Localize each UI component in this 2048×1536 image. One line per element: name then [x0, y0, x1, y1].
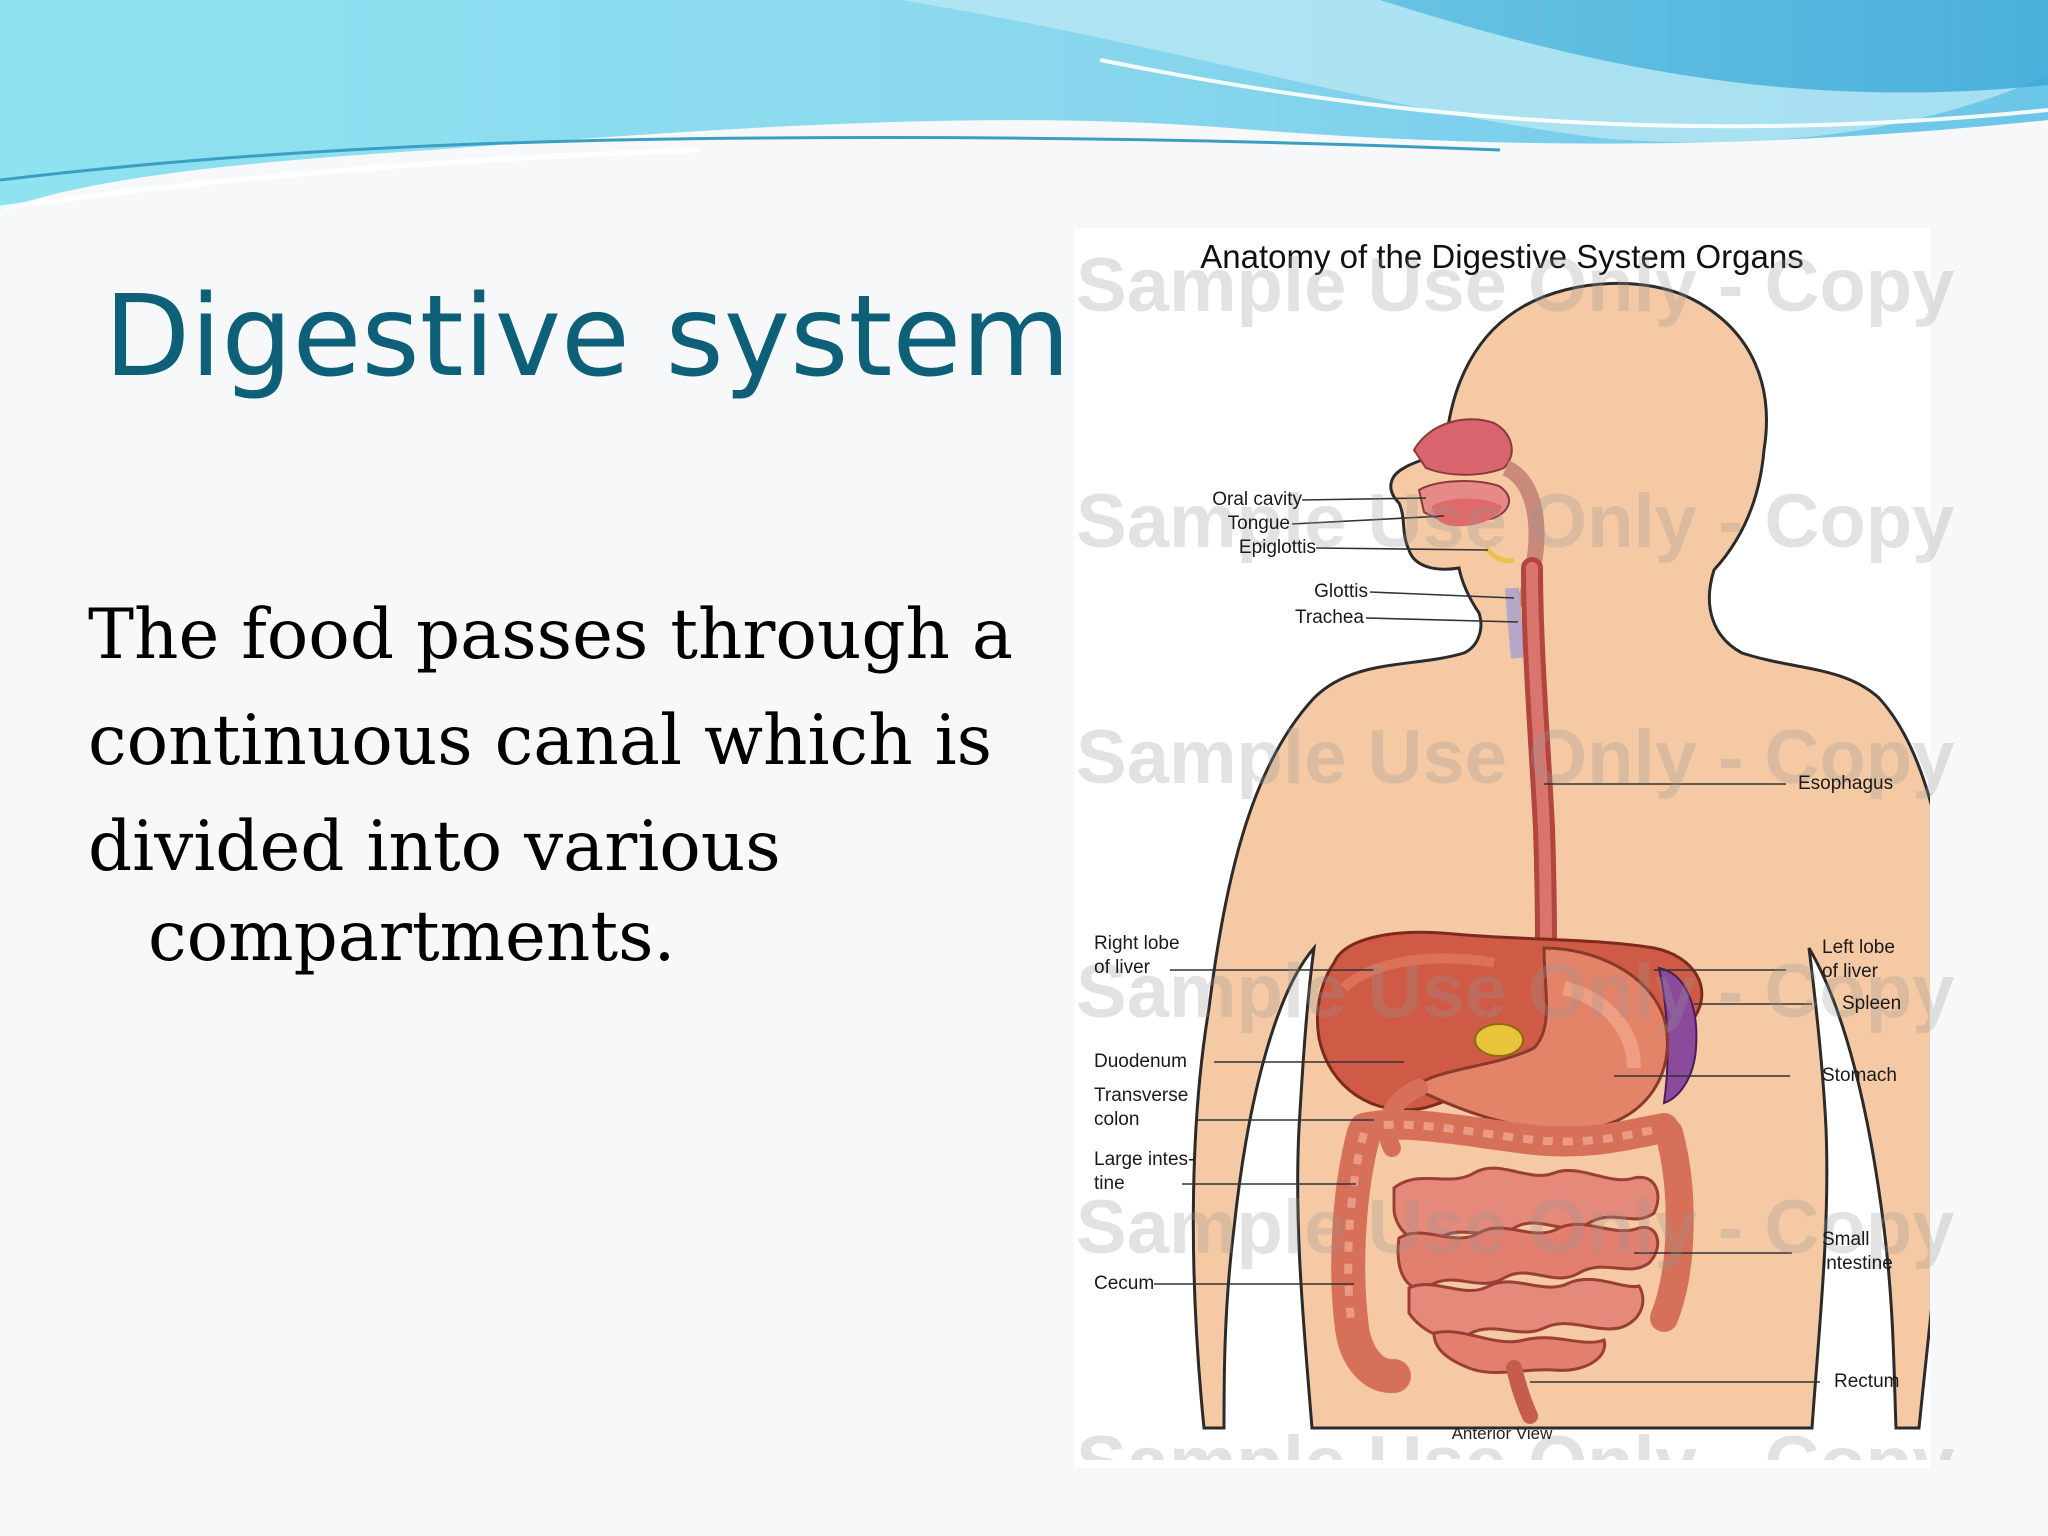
digestive-anatomy-figure: Anatomy of the Digestive System Organs S… [1074, 228, 1954, 1468]
label-esophagus: Esophagus [1798, 773, 1894, 794]
tongue [1432, 498, 1502, 527]
anatomy-illustration [1074, 228, 1930, 1468]
gallbladder [1474, 1023, 1524, 1057]
leader-lines [1154, 497, 1820, 1383]
slide-title: Digestive system [104, 272, 1071, 402]
label-left-lobe-of-liver: Left lobe of liver [1822, 937, 1895, 982]
label-right-lobe-of-liver: Right lobe of liver [1094, 933, 1180, 978]
descending-colon [1650, 1119, 1694, 1332]
label-large-intestine: Large intes- tine [1094, 1149, 1195, 1194]
body-line: continuous canal which is [88, 701, 993, 781]
figure-title: Anatomy of the Digestive System Organs [1200, 238, 1804, 275]
header-wave-decoration [0, 0, 2048, 211]
label-epiglottis: Epiglottis [1238, 537, 1316, 558]
label-trachea: Trachea [1295, 607, 1364, 628]
label-duodenum: Duodenum [1094, 1051, 1187, 1072]
small-intestine [1392, 1166, 1660, 1374]
label-glottis: Glottis [1314, 581, 1368, 602]
label-transverse-colon: Transverse colon [1094, 1085, 1189, 1130]
label-cecum: Cecum [1094, 1273, 1155, 1294]
nasal-cavity [1412, 418, 1513, 476]
rectum [1506, 1360, 1538, 1424]
body-line: compartments. [148, 897, 676, 977]
body-paragraph: The food passes through a continuous can… [88, 582, 1088, 974]
body-line: divided into various [88, 807, 781, 887]
label-spleen: Spleen [1842, 993, 1902, 1014]
label-stomach: Stomach [1822, 1065, 1897, 1086]
label-oral-cavity: Oral cavity [1212, 489, 1302, 510]
epiglottis [1484, 546, 1515, 564]
trachea [1505, 587, 1525, 659]
body-line: The food passes through a [88, 595, 1014, 675]
label-tongue: Tongue [1227, 513, 1290, 534]
label-small-intestine: Small intestine [1822, 1229, 1893, 1274]
figure-caption: Anterior View [1451, 1424, 1553, 1443]
label-rectum: Rectum [1834, 1371, 1900, 1392]
